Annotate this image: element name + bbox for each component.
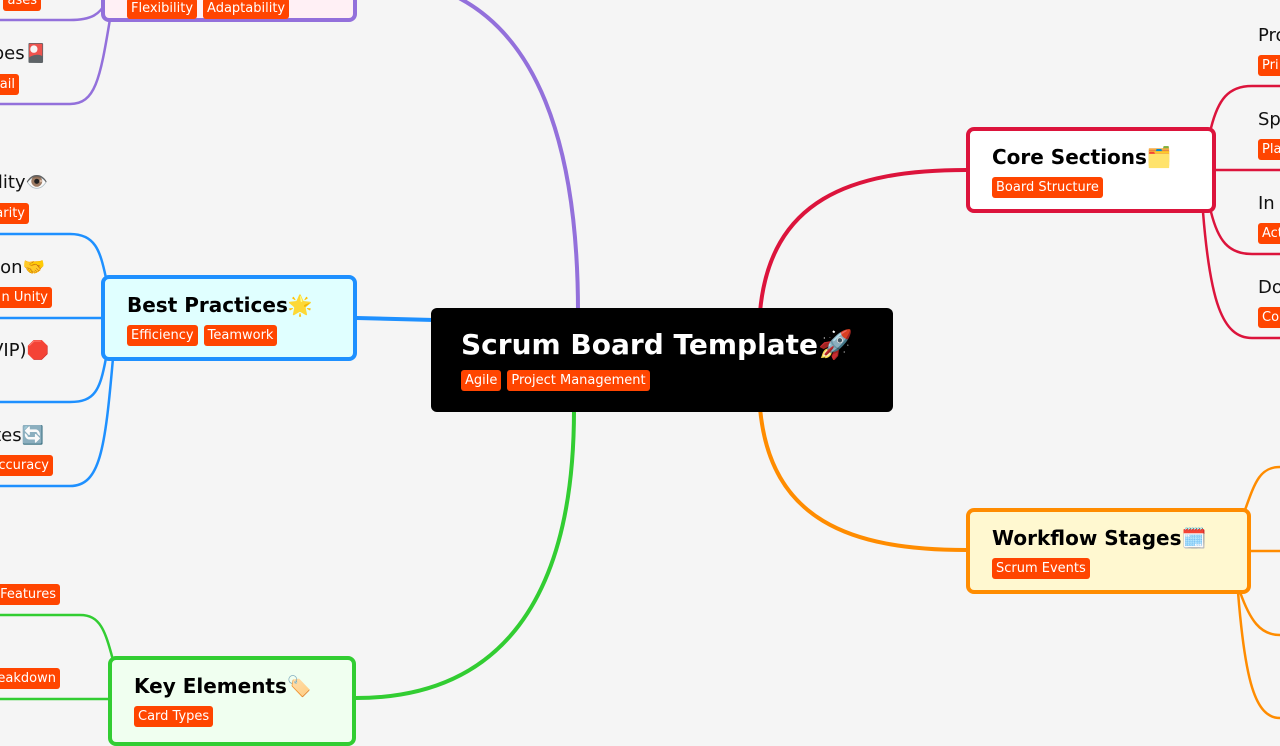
tag: Adaptability xyxy=(203,0,290,19)
node-workflow-stages[interactable]: Workflow Stages🗓️ Scrum Events xyxy=(966,508,1251,594)
tag: Flexibility xyxy=(127,0,198,19)
tag: ccuracy xyxy=(0,455,53,476)
tag: eakdown xyxy=(0,668,60,689)
tag: Pla xyxy=(1258,139,1280,160)
leaf-best-4[interactable]: tes🔄 xyxy=(0,425,44,446)
node-core-sections[interactable]: Core Sections🗂️ Board Structure xyxy=(966,127,1216,213)
tag: Features xyxy=(0,584,60,605)
node-title: Core Sections🗂️ xyxy=(992,145,1172,169)
node-title: Best Practices🌟 xyxy=(127,293,313,317)
tag: Co xyxy=(1258,307,1280,328)
tag: Card Types xyxy=(134,706,214,727)
link-purple xyxy=(458,0,580,314)
node-title: Workflow Stages🗓️ xyxy=(992,526,1207,550)
leaf-purple-2[interactable]: pes🎴 xyxy=(0,43,47,64)
node-title: Key Elements🏷️ xyxy=(134,674,312,698)
node-key-elements[interactable]: Key Elements🏷️ Card Types xyxy=(108,656,356,746)
link-best xyxy=(355,316,436,322)
root-title: Scrum Board Template🚀 xyxy=(461,328,853,361)
link-workflow xyxy=(758,406,968,552)
root-node[interactable]: Scrum Board Template🚀 Agile Project Mana… xyxy=(431,308,893,412)
tag: Efficiency xyxy=(127,325,198,346)
leaf-best-2[interactable]: on🤝 xyxy=(0,257,45,278)
tag: ail xyxy=(0,74,19,95)
tag: Scrum Events xyxy=(992,558,1090,579)
leaf-core-2[interactable]: Sp xyxy=(1258,109,1280,130)
leaf-core-4[interactable]: Do xyxy=(1258,277,1280,298)
tag: Pri xyxy=(1258,55,1280,76)
tag: Project Management xyxy=(507,370,650,391)
leaf-best-1[interactable]: lity👁️ xyxy=(0,172,48,193)
tag: arity xyxy=(0,203,29,224)
leaf-core-1[interactable]: Pro xyxy=(1258,25,1280,46)
tag: Board Structure xyxy=(992,177,1103,198)
tag: Teamwork xyxy=(203,325,278,346)
leaf-best-3[interactable]: VIP)🛑 xyxy=(0,340,49,361)
link-key xyxy=(354,408,576,700)
node-best-practices[interactable]: Best Practices🌟 Efficiency Teamwork xyxy=(101,275,357,361)
tag: ases xyxy=(3,0,41,11)
node-purple-branch[interactable]: Flexibility Adaptability xyxy=(101,0,357,22)
tag: Act xyxy=(1258,223,1280,244)
link-core xyxy=(758,168,968,314)
tag: Agile xyxy=(461,370,502,391)
connectors xyxy=(0,0,1280,720)
leaf-core-3[interactable]: In xyxy=(1258,193,1275,214)
tag: n Unity xyxy=(0,287,52,308)
